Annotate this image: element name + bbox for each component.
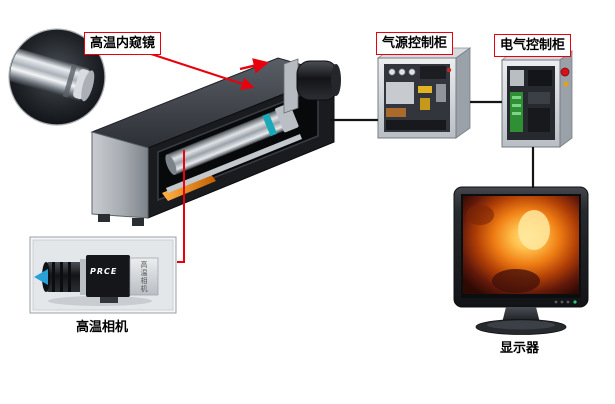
monitor-buttons <box>554 300 577 304</box>
housing-feet <box>98 214 144 226</box>
camera-inset <box>29 236 177 314</box>
red-arrow-probe-exit <box>239 58 270 74</box>
electric-cabinet <box>500 50 574 148</box>
lens-ridges <box>52 262 71 292</box>
air-source-cabinet <box>376 47 472 139</box>
endoscope-closeup <box>8 28 106 126</box>
red-line-camera <box>177 150 185 263</box>
camera-stand <box>100 297 118 303</box>
cabinet-components <box>386 66 452 130</box>
cable-orange <box>162 173 216 201</box>
protective-housing <box>90 57 341 226</box>
indicator-light <box>563 81 569 87</box>
drive-motor <box>296 60 341 101</box>
monitor <box>453 186 589 335</box>
cabinet-side <box>455 47 471 139</box>
connection-lines <box>147 52 535 263</box>
camera-brand-text: PRCE <box>90 267 118 276</box>
air-cabinet-label: 气源控制柜 <box>376 32 454 55</box>
emergency-button <box>560 67 570 77</box>
cabinet-side <box>559 50 573 148</box>
endoscope-label: 高温内窥镜 <box>84 32 162 55</box>
mount-flange <box>283 58 299 114</box>
camera-model-text: 高温相机 <box>140 261 148 293</box>
red-line-endoscope-label <box>147 52 255 90</box>
cabinet-components <box>510 70 552 132</box>
camera-lens <box>46 262 84 292</box>
camera-label: 高温相机 <box>76 320 129 335</box>
direction-arrow <box>34 269 48 285</box>
electric-cabinet-label: 电气控制柜 <box>494 34 572 57</box>
endoscope-tube <box>165 103 299 175</box>
closeup-probe <box>10 46 95 102</box>
guide-rail <box>166 134 302 193</box>
camera-collar <box>80 259 88 295</box>
furnace-image <box>466 205 550 293</box>
monitor-label: 显示器 <box>500 341 540 356</box>
housing-end-cap <box>91 131 149 219</box>
camera-rear <box>129 257 159 296</box>
monitor-neck <box>502 307 540 323</box>
camera-body <box>86 255 130 297</box>
